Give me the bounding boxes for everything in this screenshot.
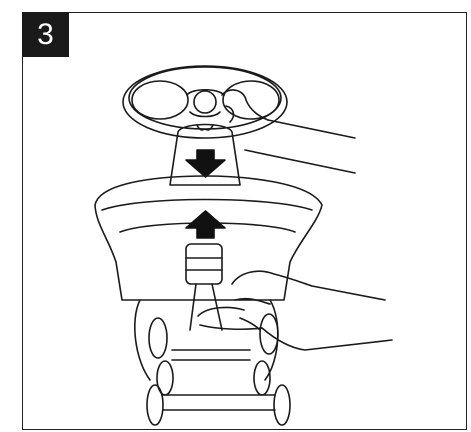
hand-pushing-part bbox=[198, 271, 392, 350]
steering-wheel bbox=[123, 66, 287, 138]
step-number-badge: 3 bbox=[22, 12, 69, 57]
arrow-up-icon bbox=[186, 211, 225, 238]
wheels bbox=[147, 314, 290, 425]
underside-mechanism bbox=[135, 244, 278, 380]
arrow-down-icon bbox=[186, 150, 225, 177]
hand-on-wheel bbox=[222, 90, 355, 173]
